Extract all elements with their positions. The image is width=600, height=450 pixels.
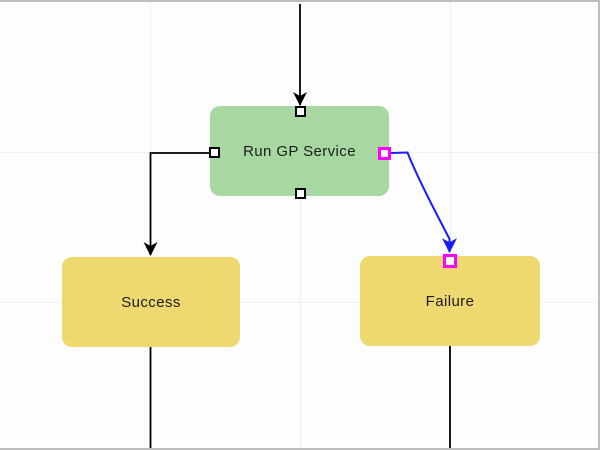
connector-run-gp-to-success[interactable] [143,152,213,256]
port-run-gp-right-selected[interactable] [378,147,391,160]
node-success[interactable]: Success [62,257,240,347]
node-success-label: Success [121,293,181,311]
port-run-gp-left[interactable] [209,147,220,158]
port-run-gp-top[interactable] [295,106,306,117]
port-failure-top-selected[interactable] [443,254,457,268]
node-run-gp-service-label: Run GP Service [243,142,356,160]
node-run-gp-service[interactable]: Run GP Service [210,106,389,196]
port-run-gp-bottom[interactable] [295,188,306,199]
node-failure-label: Failure [425,292,475,310]
connector-run-gp-to-failure-selected[interactable] [390,151,457,254]
node-failure[interactable]: Failure [360,256,540,346]
